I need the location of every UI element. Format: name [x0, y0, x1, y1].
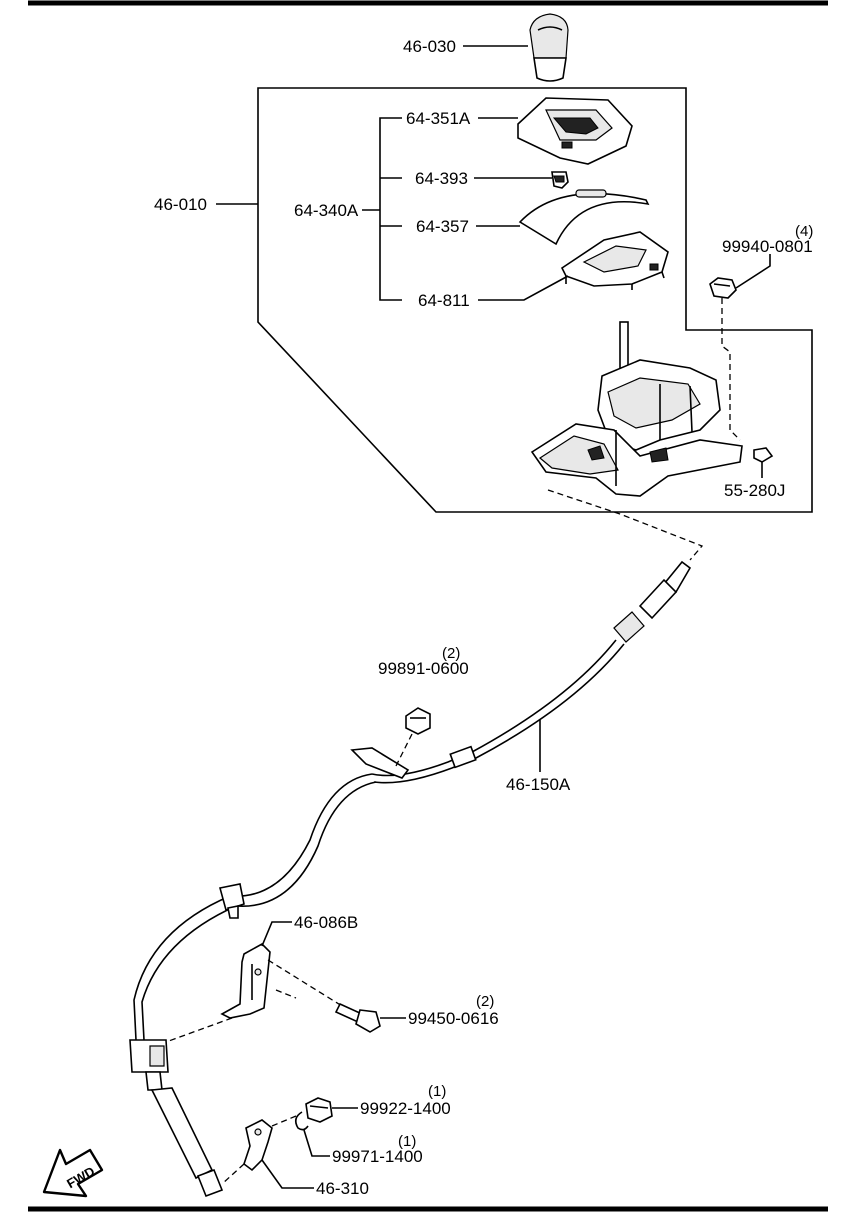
label-indicator-panel: 64-351A	[406, 109, 471, 128]
label-top-nut: 99940-0801	[722, 237, 813, 256]
label-clip: 99971-1400	[332, 1147, 423, 1166]
leader-bracket	[261, 921, 292, 947]
pin-part[interactable]	[753, 447, 774, 463]
mid-nut-part[interactable]	[405, 707, 431, 735]
shifter-base-part[interactable]	[530, 321, 743, 497]
qty-low-nut: (1)	[428, 1083, 446, 1100]
label-pin: 55-280J	[724, 481, 785, 500]
label-lever: 46-310	[316, 1179, 369, 1198]
leader-clip	[303, 1129, 330, 1157]
leader-top-nut	[735, 254, 771, 289]
control-cable-part[interactable]	[129, 560, 692, 1198]
lever-part[interactable]	[243, 1119, 273, 1172]
bezel-part[interactable]	[560, 231, 669, 290]
leader-bezel	[478, 275, 569, 301]
dash-shifter-cable	[547, 489, 704, 561]
panel-assy-bracket	[362, 117, 402, 301]
label-panel-assy: 64-340A	[294, 201, 359, 220]
bolt-part[interactable]	[334, 1002, 381, 1033]
clip-part[interactable]	[294, 1111, 309, 1131]
qty-clip: (1)	[398, 1133, 416, 1150]
dash-lever-nut	[271, 1115, 297, 1127]
label-mid-nut: 99891-0600	[378, 659, 469, 678]
dash-bracket-side	[275, 989, 297, 999]
label-cover: 64-357	[416, 217, 469, 236]
qty-bolt: (2)	[476, 993, 494, 1010]
label-low-nut: 99922-1400	[360, 1099, 451, 1118]
top-nut-part[interactable]	[709, 277, 737, 299]
knob-part[interactable]	[529, 13, 569, 82]
fwd-arrow-icon: FWD	[42, 1148, 104, 1198]
label-knob: 46-030	[403, 37, 456, 56]
bracket-part[interactable]	[220, 943, 271, 1019]
label-bolt: 99450-0616	[408, 1009, 499, 1028]
cover-part[interactable]	[518, 189, 650, 246]
dash-lever-cable	[221, 1163, 245, 1185]
dash-bracket-bolt	[267, 959, 343, 1007]
low-nut-part[interactable]	[305, 1097, 333, 1123]
label-bracket: 46-086B	[294, 913, 358, 932]
label-shift-lever-assy: 46-010	[154, 195, 207, 214]
shift-lever-assy-boundary	[257, 87, 813, 513]
leader-lever	[261, 1159, 314, 1189]
indicator-panel-part[interactable]	[517, 97, 633, 165]
dash-mid-nut	[395, 733, 413, 767]
label-bulb: 64-393	[415, 169, 468, 188]
label-bezel: 64-811	[418, 291, 470, 310]
dash-bracket-cable	[165, 1017, 233, 1043]
dash-top-nut	[721, 298, 741, 441]
label-cable: 46-150A	[506, 775, 571, 794]
bulb-part[interactable]	[551, 171, 569, 189]
qty-mid-nut: (2)	[442, 645, 460, 662]
qty-top-nut: (4)	[795, 223, 813, 240]
